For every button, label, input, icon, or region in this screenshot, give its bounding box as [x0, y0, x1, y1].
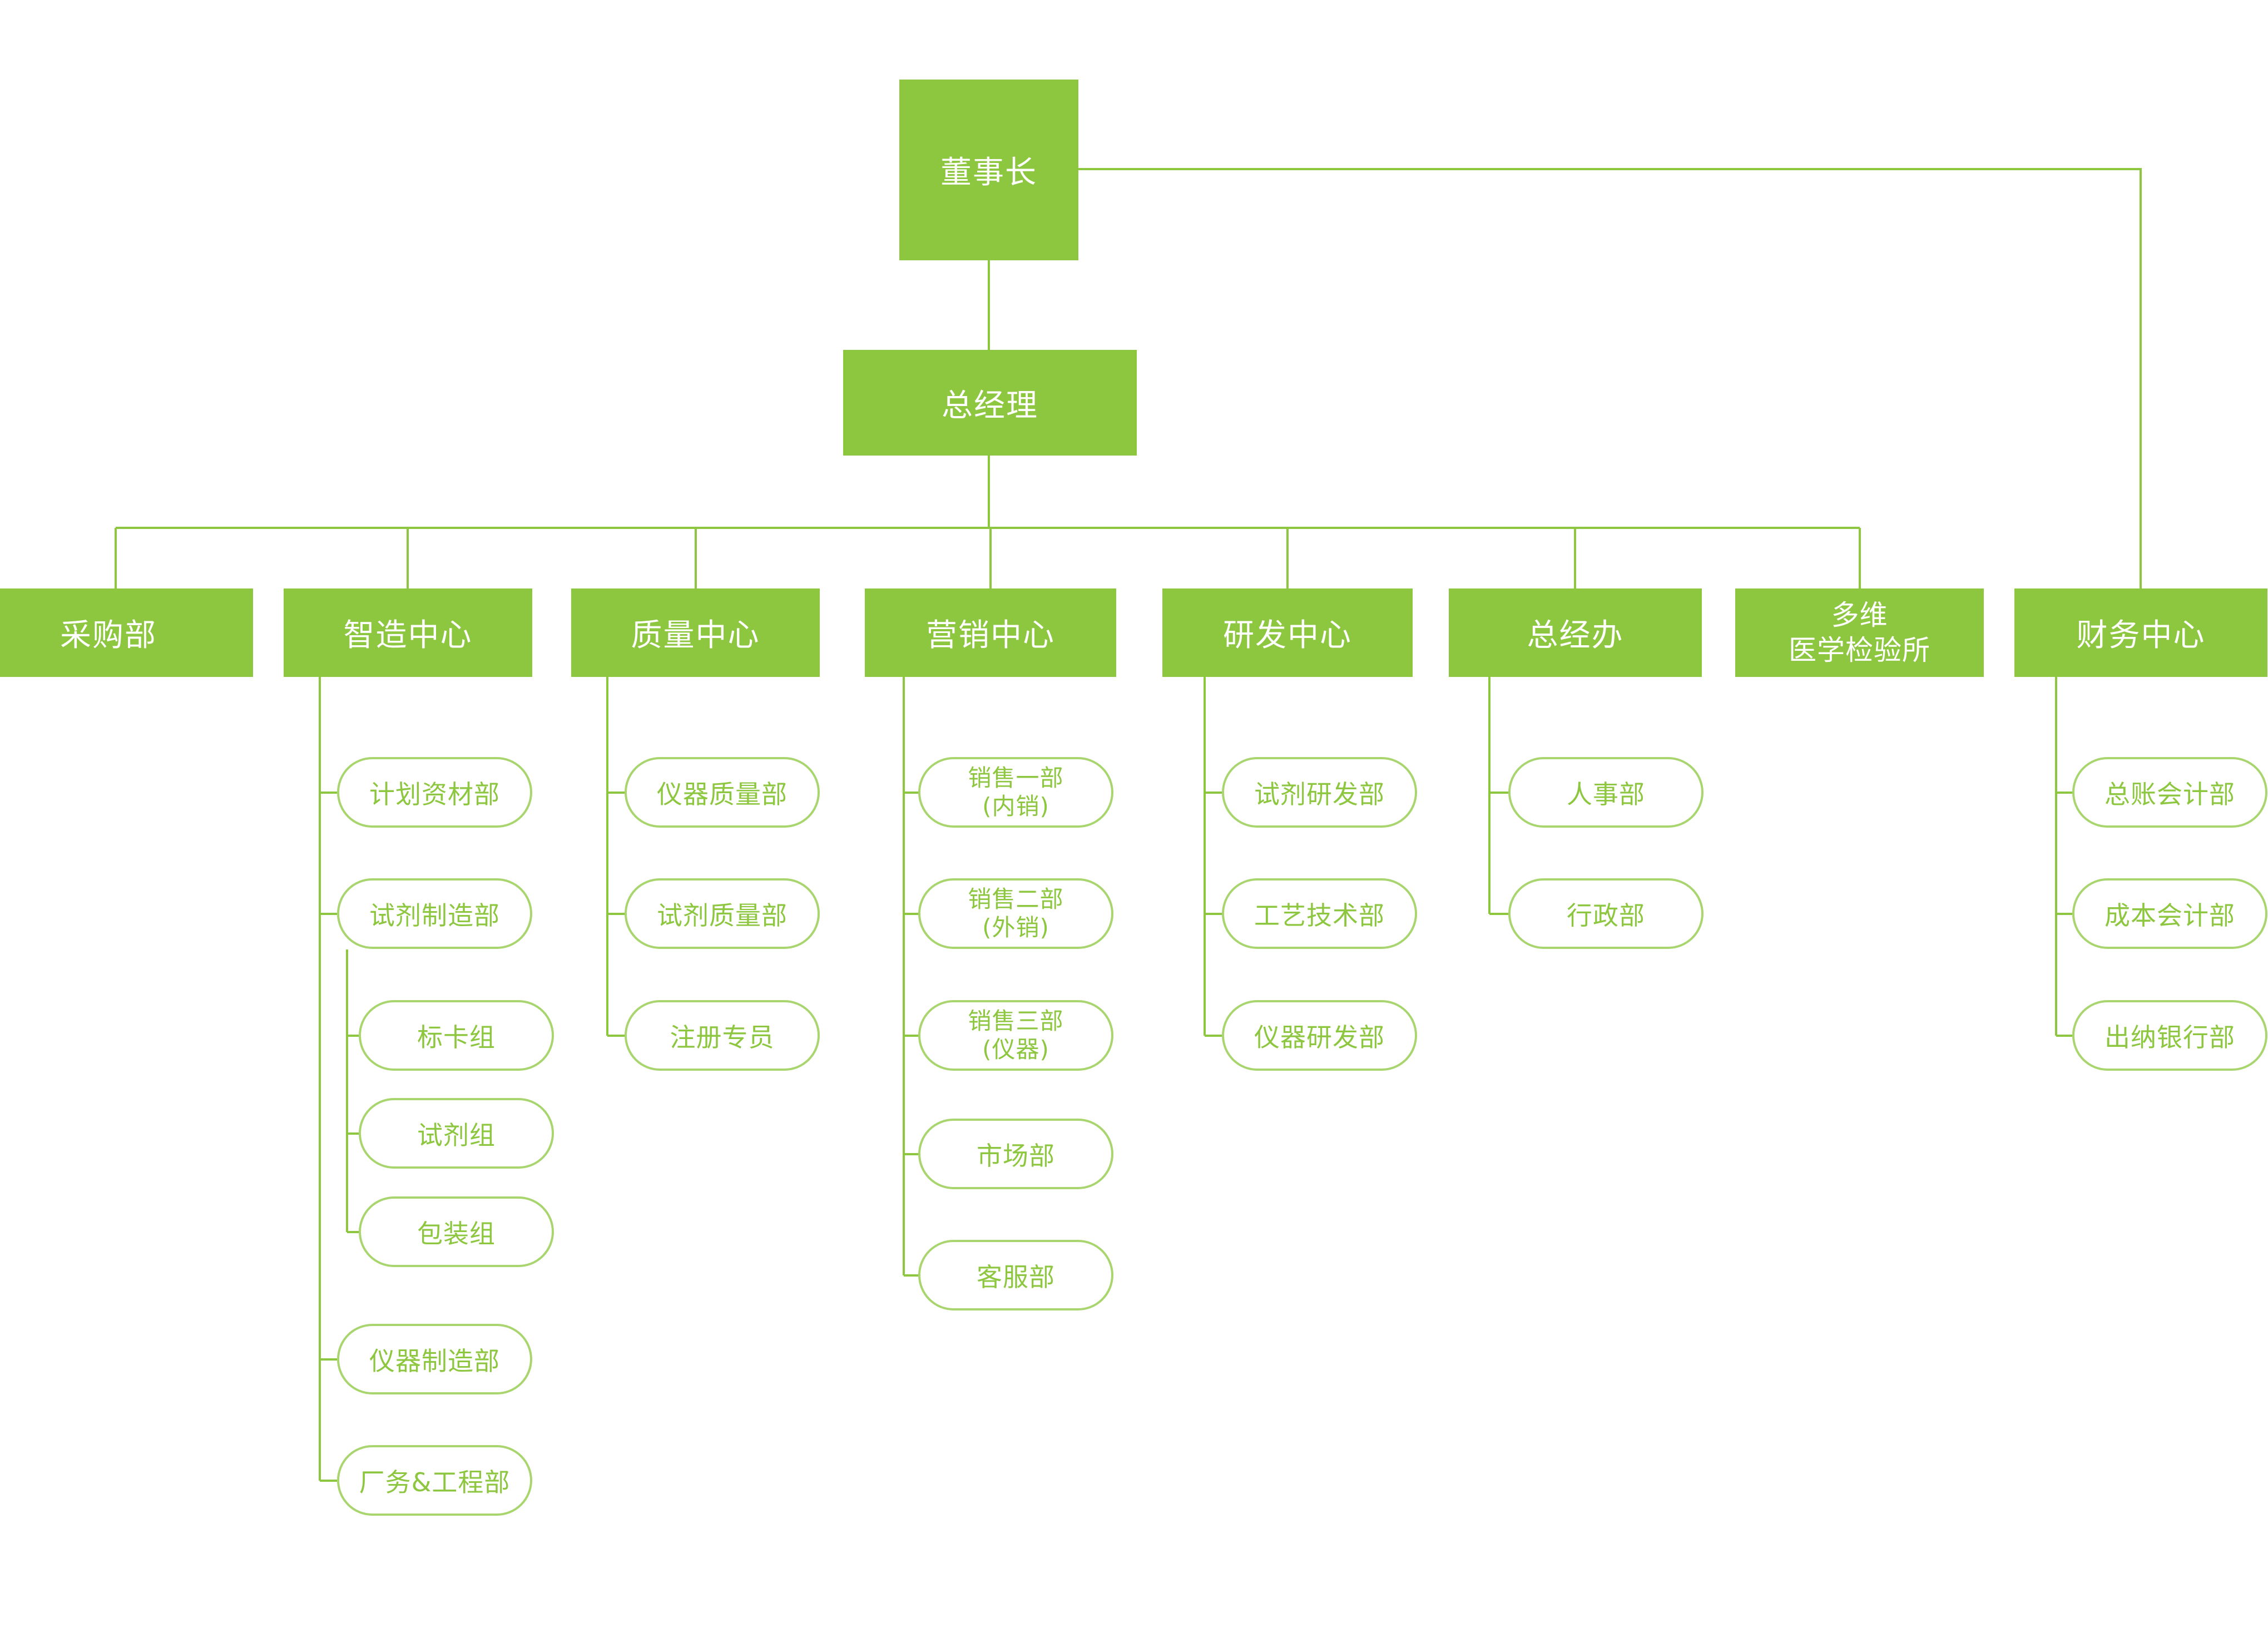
node-registration-specialist: 注册专员: [625, 1000, 820, 1071]
node-sublabel: (外销): [982, 913, 1049, 941]
node-instrument-quality-dept: 仪器质量部: [625, 757, 820, 828]
node-general-ledger-accounting-dept: 总账会计部: [2072, 757, 2267, 828]
node-sales-dept-2-export: 销售二部 (外销): [918, 878, 1113, 949]
node-instrument-manufacturing-dept: 仪器制造部: [337, 1324, 532, 1394]
node-reagent-manufacturing-dept: 试剂制造部: [337, 878, 532, 949]
node-cashier-banking-dept: 出纳银行部: [2072, 1000, 2267, 1071]
node-manufacturing-center: 智造中心: [284, 588, 532, 677]
node-marketing-center: 营销中心: [865, 588, 1116, 677]
node-procurement-dept: 采购部: [0, 578, 253, 677]
node-sublabel: (内销): [982, 792, 1049, 820]
node-rd-center: 研发中心: [1162, 588, 1413, 677]
node-reagent-rd-dept: 试剂研发部: [1222, 757, 1417, 828]
node-label: 销售三部: [968, 1007, 1064, 1035]
node-hr-dept: 人事部: [1508, 757, 1704, 828]
node-instrument-rd-dept: 仪器研发部: [1222, 1000, 1417, 1071]
node-reagent-group: 试剂组: [359, 1098, 554, 1169]
node-finance-center: 财务中心: [2014, 578, 2268, 677]
node-label: 销售二部: [968, 886, 1064, 913]
node-planning-materials-dept: 计划资材部: [337, 757, 532, 828]
node-medical-lab: 多维 医学检验所: [1735, 588, 1984, 677]
node-admin-dept: 行政部: [1508, 878, 1704, 949]
node-process-technology-dept: 工艺技术部: [1222, 878, 1417, 949]
node-label: 多维: [1831, 599, 1888, 631]
node-chairman: 董事长: [899, 67, 1100, 260]
node-label: 销售一部: [968, 764, 1064, 792]
connector: [115, 168, 2142, 1482]
node-sales-dept-1-domestic: 销售一部 (内销): [918, 757, 1113, 828]
node-facilities-engineering-dept: 厂务&工程部: [337, 1445, 532, 1516]
node-general-manager: 总经理: [843, 350, 1137, 456]
node-gm-office: 总经办: [1449, 588, 1702, 677]
node-label-line2: 医学检验所: [1789, 634, 1930, 666]
node-sublabel: (仪器): [982, 1035, 1049, 1063]
node-sales-dept-3-instrument: 销售三部 (仪器): [918, 1000, 1113, 1071]
node-label-card-group: 标卡组: [359, 1000, 554, 1071]
node-quality-center: 质量中心: [571, 588, 820, 677]
node-packaging-group: 包装组: [359, 1196, 554, 1267]
node-reagent-quality-dept: 试剂质量部: [625, 878, 820, 949]
node-market-dept: 市场部: [918, 1119, 1113, 1189]
node-customer-service-dept: 客服部: [918, 1240, 1113, 1310]
node-cost-accounting-dept: 成本会计部: [2072, 878, 2267, 949]
